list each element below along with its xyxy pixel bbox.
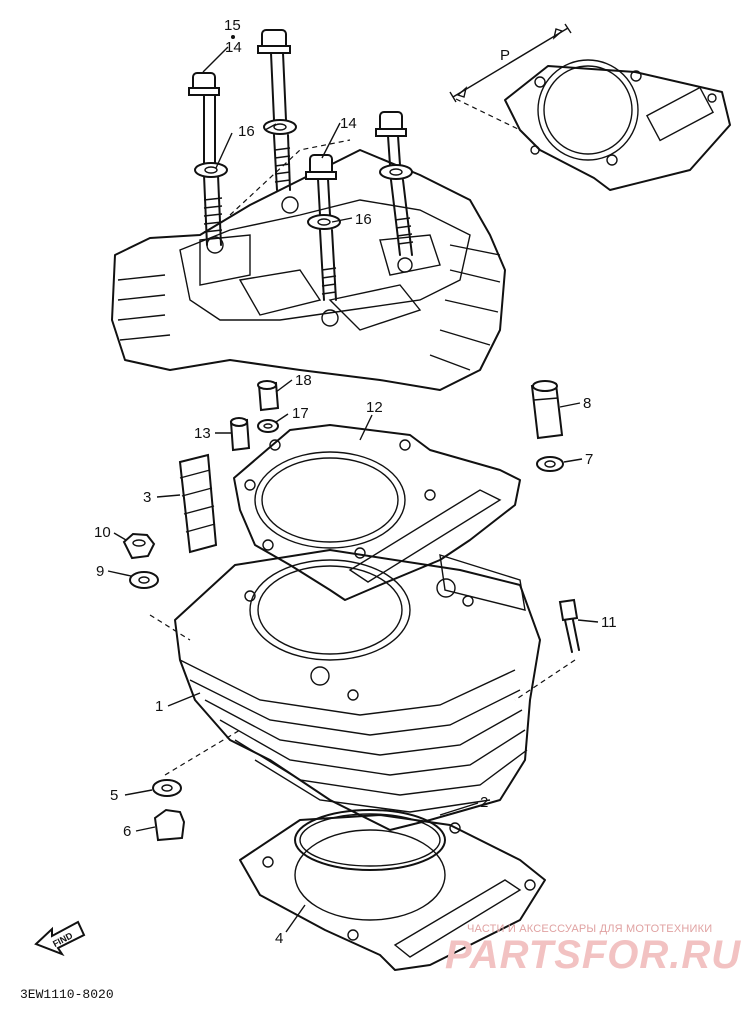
watermark-brand: PARTSFOR.RU	[445, 933, 741, 977]
callout-8: 8	[583, 395, 591, 412]
callout-P: P	[500, 47, 510, 64]
o-ring-2	[294, 809, 446, 871]
dowel-pin-13	[229, 417, 251, 452]
washer-5	[152, 779, 182, 797]
base-gasket-4	[239, 814, 546, 971]
cylinder-block-1	[149, 549, 576, 831]
callout-labels: 15 14 16 14 16 18 17 12 13 8 7 3 10 9 11…	[94, 17, 617, 947]
callout-4: 4	[275, 930, 283, 947]
callout-5: 5	[110, 787, 118, 804]
callout-16: 16	[238, 123, 255, 140]
callout-14: 14	[340, 115, 357, 132]
guide-3	[178, 453, 218, 554]
watermark: ЧАСТИ И АКСЕССУАРЫ ДЛЯ МОТОТЕХНИКИ PARTS…	[445, 923, 741, 977]
find-arrow-icon: FIND	[34, 920, 86, 957]
dowel-pin-18	[257, 380, 280, 412]
callout-18: 18	[295, 372, 312, 389]
part-code: 3EW1110-8020	[20, 987, 114, 1002]
callout-9: 9	[96, 563, 104, 580]
dowel-pin-8	[530, 380, 564, 440]
washer-9	[129, 571, 159, 589]
callout-1: 1	[155, 698, 163, 715]
nut-10	[122, 532, 156, 560]
watermark-tagline: ЧАСТИ И АКСЕССУАРЫ ДЛЯ МОТОТЕХНИКИ	[467, 923, 712, 935]
callout-17: 17	[292, 405, 309, 422]
callout-14: 14	[225, 39, 242, 56]
callout-15: 15	[224, 17, 241, 34]
o-ring-7	[536, 456, 564, 472]
callout-6: 6	[123, 823, 131, 840]
callout-2: 2	[480, 794, 488, 811]
callout-10: 10	[94, 524, 111, 541]
bolt-11	[558, 598, 580, 653]
callout-12: 12	[366, 399, 383, 416]
callout-7: 7	[585, 451, 593, 468]
leader-lines	[107, 46, 599, 933]
callout-16: 16	[355, 211, 372, 228]
inset-head-gasket: P	[449, 23, 731, 191]
head-bolt-center	[257, 29, 297, 191]
callout-3: 3	[143, 489, 151, 506]
o-ring-17	[257, 419, 279, 433]
head-bolt-right	[375, 111, 414, 256]
head-bolt-mid	[305, 154, 341, 301]
callout-11: 11	[601, 614, 617, 631]
callout-13: 13	[194, 425, 211, 442]
nut-6	[153, 808, 186, 842]
head-bolt-left	[188, 72, 228, 246]
